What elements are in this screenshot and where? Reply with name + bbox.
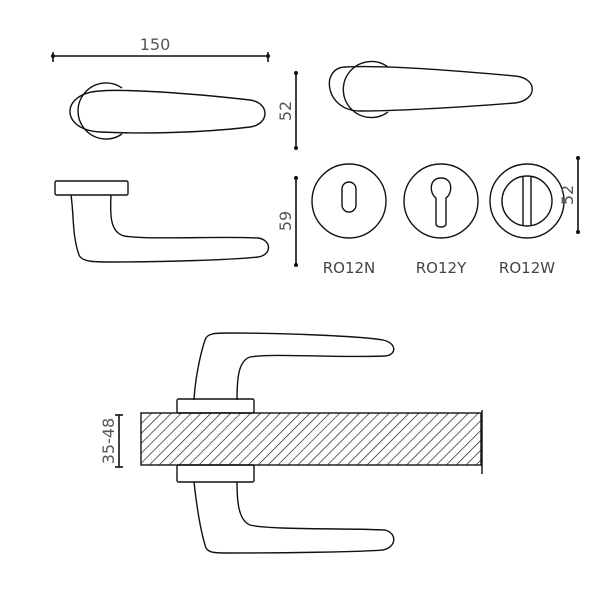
lever-side-outline [70,194,270,263]
side-view-lever: 59 [54,176,298,267]
dimension-label-150: 150 [140,35,171,54]
rose-plate-side [54,180,129,196]
wc-turn-inner-circle [501,175,553,227]
dimension-label-52-right: 52 [558,185,577,205]
escutcheon-circle [403,163,479,239]
dimension-label-59: 59 [276,211,295,231]
dimension-59: 59 [276,176,298,267]
upper-handle-outline [193,332,395,401]
upper-rose-plate [176,398,255,414]
dimension-label-35-48: 35-48 [99,418,118,465]
dimension-label-52-top: 52 [276,101,295,121]
lower-handle-outline [193,481,395,554]
lever-outline-right [328,65,533,112]
door-section-view: 35-48 [99,332,483,554]
escutcheon-label: RO12Y [416,259,467,277]
lever-outline [69,89,266,134]
rose-outline-right [342,60,389,119]
dimension-35-48: 35-48 [99,414,123,468]
door-leaf-hatched [140,412,482,466]
front-view-lever-right [328,60,533,119]
euro-cylinder-keyhole-icon [430,177,452,228]
dimension-52-top: 52 [276,71,298,150]
lower-rose-plate [176,464,255,483]
keyhole-slot-icon [341,181,357,213]
escutcheon-ro12y: RO12Y [403,163,479,277]
front-view-lever-left: 150 52 [51,35,298,150]
escutcheon-ro12n: RO12N [311,163,387,277]
escutcheon-label: RO12N [323,259,376,277]
escutcheon-label: RO12W [499,259,555,277]
rose-outline [77,82,123,140]
escutcheon-circle [311,163,387,239]
dimension-52-right: 52 [558,156,580,234]
escutcheon-circle [489,163,565,239]
escutcheon-ro12w: RO12W [489,163,565,277]
dimension-150: 150 [51,35,270,62]
